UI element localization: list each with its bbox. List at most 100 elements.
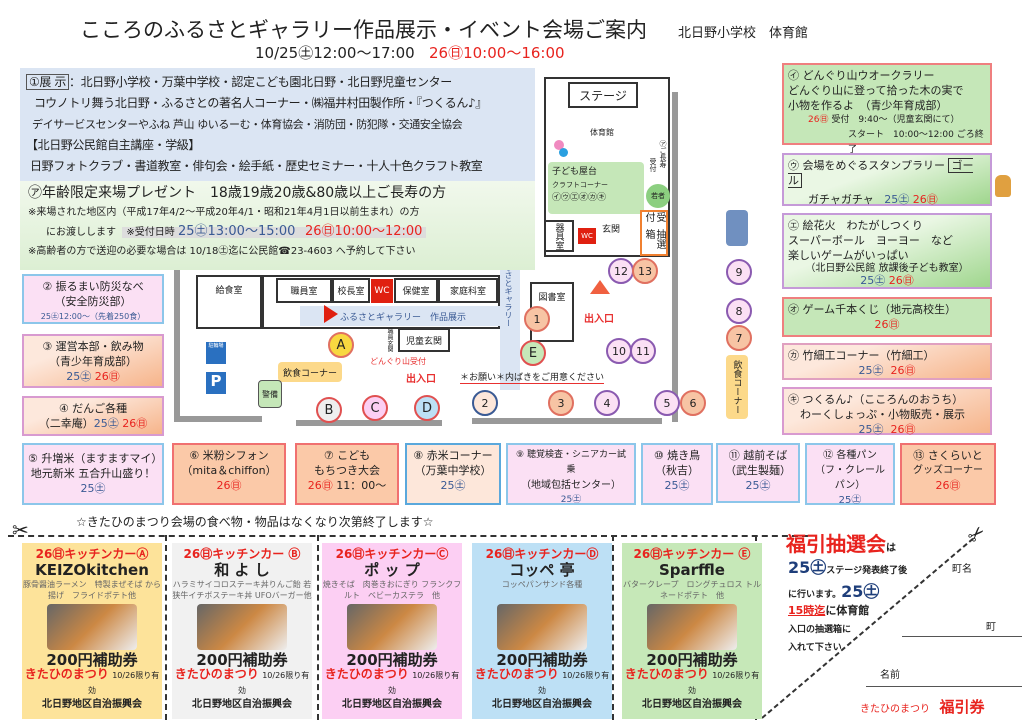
- coupon-fest: きたひのまつり: [624, 667, 709, 681]
- date-26: 26㊐10:00～16:00: [429, 44, 565, 62]
- event-line: 楽しいゲームがいっぱい: [788, 249, 909, 262]
- kitchen-car-marker-e: E: [520, 340, 546, 366]
- booth-sub: （地域包括センター）: [521, 480, 621, 491]
- booth-sub: （安全防災部）: [54, 295, 132, 308]
- booth-sub: （mita＆chiffon）: [181, 464, 277, 477]
- town-field[interactable]: [902, 636, 1022, 637]
- event-date: 25㊏: [858, 364, 884, 377]
- event-line: ガチャガチャ: [808, 193, 874, 206]
- event-date: 25㊏: [884, 193, 910, 206]
- event-dates: 10/25㊏12:00～17:00 26㊐10:00～16:00: [255, 42, 565, 63]
- lottery-fest: きたひのまつり: [860, 704, 930, 715]
- booth-sub: （フ・クレールパン）: [815, 465, 885, 491]
- diagonal-cut-line: [761, 536, 976, 719]
- coupon-valid: 10/26限り有効: [538, 671, 610, 695]
- nurse-room: 保健室: [394, 278, 438, 303]
- parking-icon: P: [206, 372, 226, 394]
- cut-line: [165, 535, 167, 720]
- present-box: ㋐年齢限定来場プレゼント 18歳19歳20歳&80歳以上ご長寿の方 ※来場された…: [20, 181, 535, 270]
- kids-codes: ㋑㋒㋓㋔㋕㋖: [552, 193, 607, 203]
- lottery-label: 抽選箱: [643, 228, 665, 249]
- coupon-menu: バタークレープ ロングチュロス トルネードポテト 他: [622, 580, 762, 600]
- map-wall: [672, 92, 678, 422]
- kitchen-car-coupon: 26㊐キッチンカーⒶ KEIZOkitchen 豚骨醤油ラーメン 特製まぜそば …: [22, 543, 162, 719]
- coupon-org: 北日野地区自治振興会: [492, 699, 592, 710]
- present-time-26: 26㊐10:00～12:00: [304, 224, 423, 239]
- coupon-amount: 200円補助券: [646, 651, 738, 669]
- indoor-shoes-notice: ＊お願い＊内ばきをご用意ください: [460, 370, 605, 384]
- cut-line: [8, 535, 808, 537]
- present-line: ※受付日時: [126, 227, 175, 238]
- lottery-box: 受付抽選箱: [640, 210, 668, 256]
- exit-label: 出入口: [406, 374, 436, 385]
- booth-sub: もちつき大会: [314, 464, 380, 477]
- coupon-valid: 10/26限り有効: [388, 671, 460, 695]
- wc: WC: [371, 279, 393, 303]
- event-line: 小物を作るよ （青少年育成部）: [788, 99, 948, 112]
- booth-title: ③ 運営本部・飲み物: [42, 340, 144, 353]
- kitchen-car-marker-d: D: [414, 395, 440, 421]
- booth-date: 25㊏: [664, 479, 690, 492]
- booth-10: ⑩ 焼き鳥（秋吉）25㊏: [641, 443, 713, 505]
- lottery-title: 福引抽選会: [786, 532, 886, 556]
- booth-marker-8: 8: [726, 298, 752, 324]
- town-label: 町: [986, 622, 996, 633]
- booth-date: 26㊐: [307, 479, 333, 492]
- coupon-amount: 200円補助券: [346, 651, 438, 669]
- booth-marker-9: 9: [726, 259, 752, 285]
- lottery-text: に行います。: [788, 590, 842, 600]
- donguri-reception: どんぐり山受付: [370, 357, 426, 366]
- reception-label: ㋐ご長寿: [659, 140, 667, 168]
- coupon-header: 26㊐キッチンカーⒶ: [22, 547, 162, 561]
- exhibit-label: ①展 示: [26, 74, 69, 90]
- gallery-vertical-label: ふるさとギャラリー: [504, 255, 513, 327]
- coupon-header-text: 26㊐キッチンカー Ⓔ: [633, 547, 751, 561]
- venue-map: ステージ 体育館 ふるさとギャラリー 子ども屋台クラフトコーナー㋑㋒㋓㋔㋕㋖ ㋐…: [170, 60, 780, 440]
- event-line: スタート 10:00～12:00 ごろ終了: [848, 130, 984, 155]
- event-line: ㋒ 会場をめぐるスタンプラリー: [788, 159, 945, 172]
- food-corner: 飲食コーナー: [726, 355, 748, 419]
- name-label: 名前: [880, 670, 900, 681]
- arrow-up-icon: [590, 280, 610, 294]
- event-date: 26㊐: [912, 193, 938, 206]
- event-line: ㋖ つくるん♪（こころんのおうち）: [788, 393, 964, 406]
- booth-date: 25㊏: [440, 479, 466, 492]
- kitchen-car-marker-a: A: [328, 332, 354, 358]
- cut-line: [317, 535, 319, 720]
- booth-date: 25㊏: [66, 370, 92, 383]
- name-field[interactable]: [866, 686, 1022, 687]
- booth-marker-13: 13: [632, 258, 658, 284]
- guard-post: 警備: [258, 380, 282, 408]
- event-date: 25㊏: [858, 423, 884, 436]
- exhibit-line: コウノトリ舞う北日野・ふるさとの著名人コーナー・㈱福井村田製作所・『つくるん♪』: [34, 96, 487, 110]
- booth-date: 25㊏: [745, 479, 771, 492]
- page-title: こころのふるさとギャラリー作品展示・イベント会場ご案内: [80, 18, 647, 42]
- coupon-amount: 200円補助券: [196, 651, 288, 669]
- event-e: ㋓ 絵花火 わたがしつくりスーパーボール ヨーヨー など楽しいゲームがいっぱい（…: [782, 213, 992, 289]
- stage: ステージ: [568, 82, 638, 108]
- kids-stall: 子ども屋台クラフトコーナー㋑㋒㋓㋔㋕㋖: [548, 162, 644, 214]
- booth-2: ② 振るまい防災なべ（安全防災部）25㊏12:00～（先着250食）: [22, 274, 164, 324]
- food-truck-photo: [347, 604, 437, 650]
- coupon-header: 26㊐キッチンカーⒹ: [472, 547, 612, 561]
- goal-label: ゴール: [788, 158, 974, 188]
- booth-sub: （武生製麺）: [725, 464, 791, 477]
- lottery-section: 福引抽選会は 25㊏ステージ発表終了後 に行います。25㊏ 15時迄に体育館 入…: [762, 530, 1022, 724]
- lottery-text: は: [886, 543, 896, 554]
- booth-title: ⑪ 越前そば: [728, 449, 788, 462]
- reception-label: 受付: [649, 158, 657, 172]
- event-date: 26㊐: [874, 318, 900, 331]
- coupon-fest: きたひのまつり: [474, 667, 559, 681]
- coupon-vendor: コッペ 亭: [509, 561, 575, 579]
- craft-label: クラフトコーナー: [552, 181, 608, 189]
- booth-time: 11：00～: [336, 479, 387, 492]
- booth-6: ⑥ 米粉シフォン（mita＆chiffon）26㊐: [172, 443, 286, 505]
- food-truck-photo: [47, 604, 137, 650]
- coupon-menu: 豚骨醤油ラーメン 特製まぜそば から揚げ フライドポテト他: [23, 580, 161, 600]
- arrow-right-icon: [324, 305, 338, 323]
- coupon-vendor: KEIZOkitchen: [35, 561, 149, 579]
- booth-title: ② 振るまい防災なべ: [42, 280, 144, 293]
- gallery-label: ふるさとギャラリー 作品展示: [300, 306, 500, 326]
- staff-entrance: 職員玄関: [386, 328, 393, 352]
- booth-sub: （万葉中学校）: [414, 464, 492, 477]
